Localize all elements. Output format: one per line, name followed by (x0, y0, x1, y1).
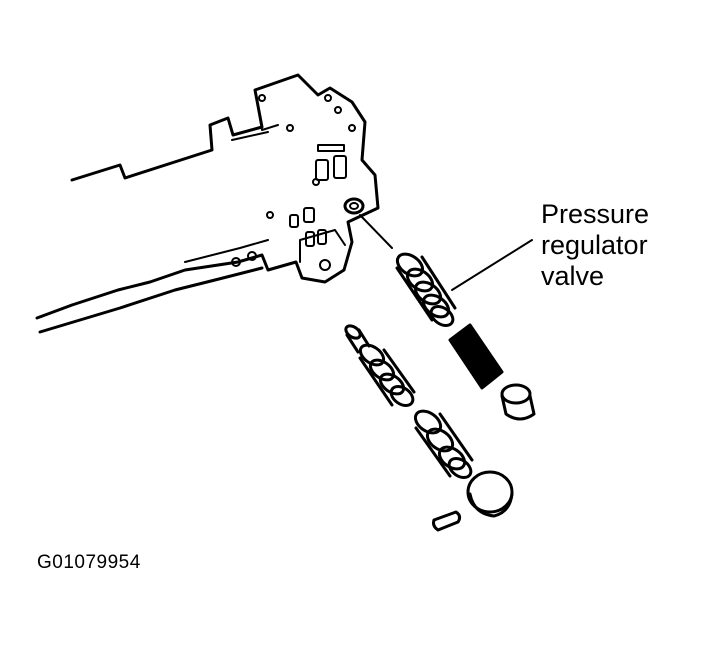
figure-id: G01079954 (37, 552, 141, 573)
valve-end-plug (500, 383, 536, 421)
callout-line-2: regulator (541, 230, 648, 260)
callout-label: Pressure regulator valve (541, 199, 649, 292)
bore-end-cap (466, 470, 514, 518)
pressure-regulator-valve (395, 252, 457, 328)
callout-line-3: valve (541, 261, 605, 291)
callout-leader-line (451, 239, 533, 291)
valve-body-housing (35, 73, 380, 334)
alignment-line (359, 214, 393, 249)
secondary-valve-spool (344, 324, 416, 408)
regulator-spring (448, 323, 504, 390)
retaining-pin (432, 510, 462, 532)
callout-line-1: Pressure (541, 199, 650, 229)
valve-sleeve (413, 409, 474, 480)
